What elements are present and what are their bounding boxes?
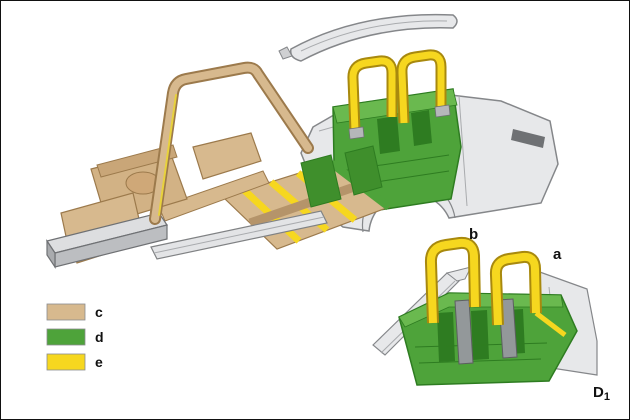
figure-id-sub: 1 (604, 391, 610, 403)
bumper-beam (46, 212, 168, 269)
center-tunnel (248, 180, 362, 228)
inset-seat-frame (454, 299, 474, 365)
legend: c d e (46, 303, 104, 371)
roll-bar-mount (434, 104, 451, 118)
a-pillar-reinforcement (158, 94, 177, 216)
legend-swatch-e (46, 353, 86, 371)
inset-roll-bars (424, 236, 567, 337)
windshield-frame (149, 61, 314, 225)
trunk-hinge (278, 46, 293, 60)
roll-bar-mount (348, 126, 365, 140)
inset-detail: b a (372, 226, 598, 386)
upper-rail (96, 144, 178, 178)
trunk-lid (278, 13, 458, 62)
legend-key-c: c (95, 304, 103, 320)
legend-swatch-d (46, 328, 86, 346)
roll-bars (347, 49, 451, 140)
seat-frames (300, 145, 383, 208)
cowl (158, 170, 270, 222)
legend-key-d: d (95, 329, 104, 345)
door-sill (150, 210, 328, 260)
callout-a: a (553, 246, 562, 263)
legend-key-e: e (95, 354, 103, 370)
inset-header-corner (445, 266, 472, 282)
firewall (192, 132, 262, 180)
taillight-slot (511, 129, 545, 148)
figure-id-main: D (593, 384, 604, 401)
figure-id: D1 (593, 384, 610, 403)
callout-b: b (469, 226, 478, 243)
legend-swatch-c (46, 303, 86, 321)
